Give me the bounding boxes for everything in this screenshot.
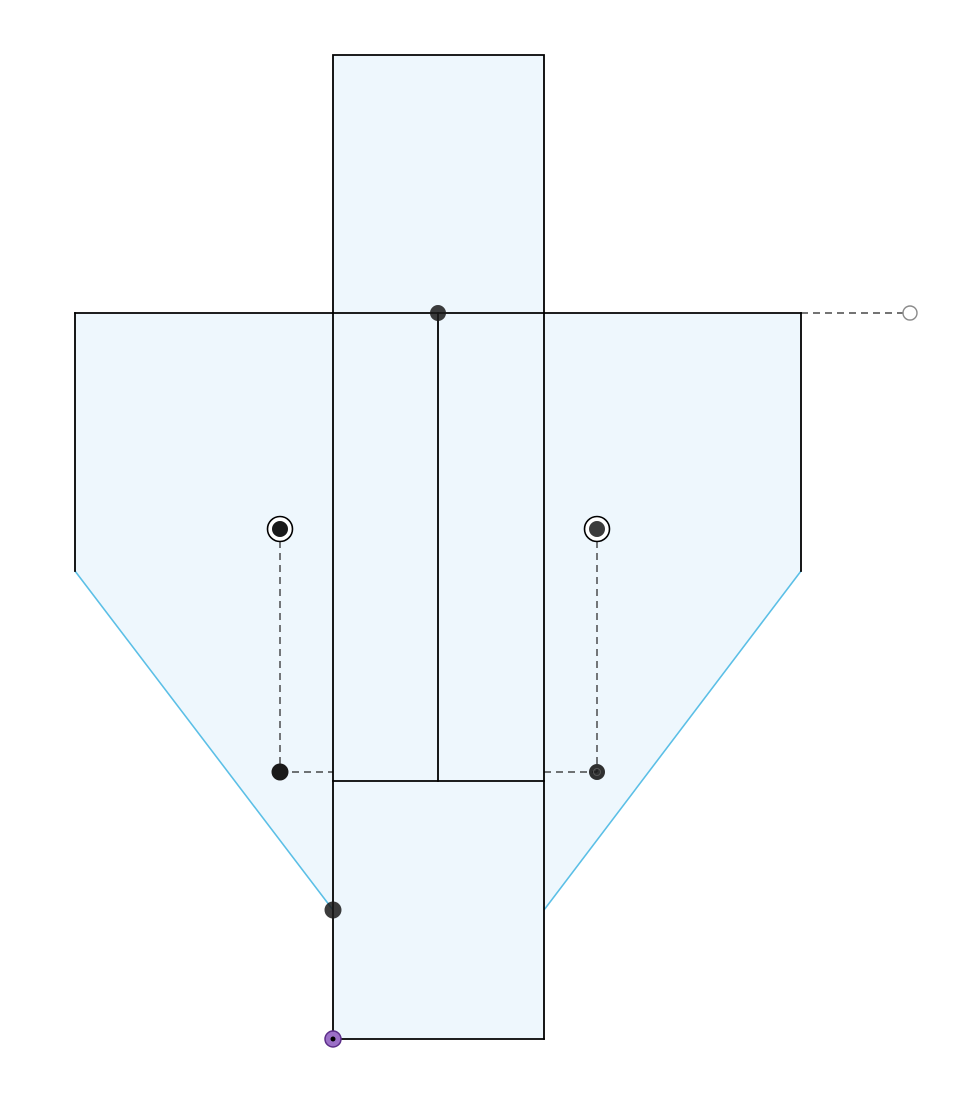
chamfer-lines bbox=[74, 570, 802, 911]
left-chamfer-line[interactable] bbox=[74, 570, 334, 911]
left-wing-region[interactable] bbox=[75, 313, 333, 910]
right-chamfer-line[interactable] bbox=[543, 570, 802, 911]
top-extension-end-point[interactable] bbox=[902, 305, 918, 321]
construction-lines bbox=[279, 312, 903, 773]
lower-rectangle-region[interactable] bbox=[333, 781, 544, 1039]
left-circle-point[interactable] bbox=[266, 515, 294, 543]
left-lower-point[interactable] bbox=[271, 763, 289, 781]
top-midpoint[interactable] bbox=[430, 305, 446, 321]
right-circle-point[interactable] bbox=[583, 515, 611, 543]
solid-lines bbox=[74, 54, 802, 1040]
shaft-point[interactable] bbox=[324, 901, 342, 919]
right-wing-region[interactable] bbox=[544, 313, 801, 910]
right-lower-point[interactable] bbox=[589, 764, 605, 780]
sketch-points bbox=[266, 305, 918, 1048]
origin-point[interactable] bbox=[324, 1030, 342, 1048]
upper-rectangle-outline[interactable] bbox=[332, 54, 545, 314]
